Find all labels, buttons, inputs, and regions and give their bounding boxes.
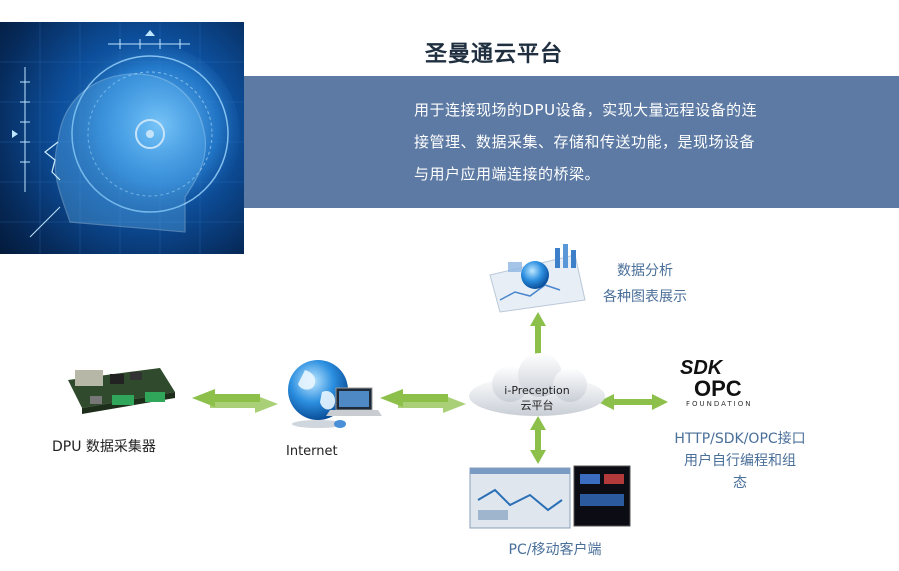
description-line: 接管理、数据采集、存储和传送功能，是现场设备 — [414, 133, 756, 151]
laptop-icon — [326, 387, 382, 416]
arrow-dpu-internet — [192, 389, 278, 413]
internet-label: Internet — [286, 444, 338, 459]
description-text: 用于连接现场的DPU设备，实现大量远程设备的连 接管理、数据采集、存储和传送功能… — [414, 94, 854, 190]
analysis-label-line: 各种图表展示 — [603, 289, 687, 305]
description-banner — [244, 76, 899, 208]
description-line: 用于连接现场的DPU设备，实现大量远程设备的连 — [414, 101, 758, 119]
analysis-label-line: 数据分析 — [617, 263, 673, 279]
analysis-label: 数据分析 各种图表展示 — [585, 258, 705, 310]
cloud-label-name: i-Preception — [504, 384, 570, 397]
arrow-internet-cloud — [380, 389, 466, 413]
dpu-label: DPU 数据采集器 — [52, 439, 156, 455]
sdk-opc-logos: SDK OPC FOUNDATION — [680, 358, 753, 408]
dpu-board-icon — [68, 368, 175, 414]
sdk-logo: SDK — [680, 357, 723, 379]
pc-client-label: PC/移动客户端 — [508, 542, 602, 558]
page-title: 圣曼通云平台 — [425, 42, 564, 67]
opc-logo: OPC — [694, 376, 742, 401]
opc-foundation-text: FOUNDATION — [686, 400, 753, 408]
api-label-line: 态 — [733, 475, 747, 491]
ai-head-illustration — [0, 22, 244, 254]
mouse-icon — [334, 420, 346, 428]
arrow-cloud-analysis — [530, 312, 546, 358]
hero-image — [0, 22, 244, 254]
cloud-icon — [469, 353, 605, 416]
cloud-label-platform: 云平台 — [520, 399, 554, 412]
arrow-cloud-api — [598, 394, 668, 410]
pc-client-screens-icon — [469, 465, 631, 529]
api-label-line: 用户自行编程和组 — [684, 453, 796, 469]
description-line: 与用户应用端连接的桥梁。 — [414, 165, 601, 183]
analytics-chart-icon — [489, 244, 586, 313]
api-label-line: HTTP/SDK/OPC接口 — [674, 431, 806, 447]
internet-globe-icon — [288, 360, 348, 428]
arrow-cloud-pc — [530, 416, 546, 464]
api-label: HTTP/SDK/OPC接口 用户自行编程和组 态 — [660, 428, 820, 494]
